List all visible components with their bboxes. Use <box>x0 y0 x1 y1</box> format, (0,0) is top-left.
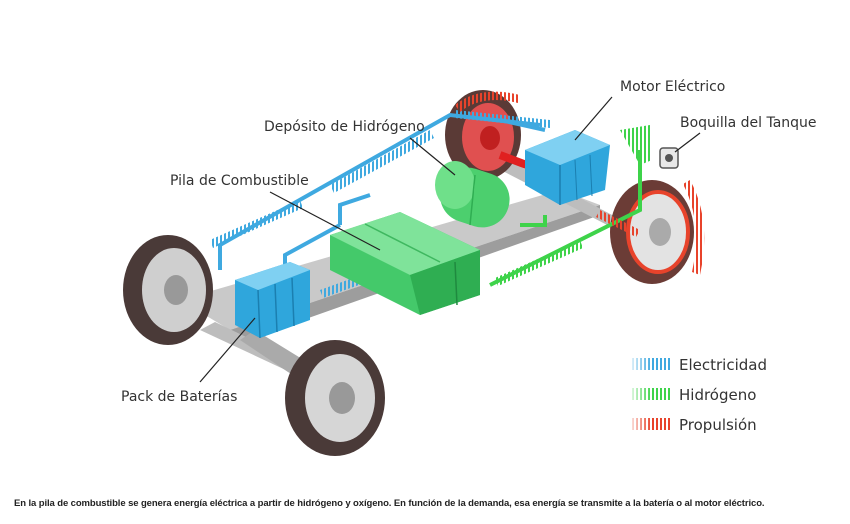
label-hydrogen-tank: Depósito de Hidrógeno <box>264 119 425 135</box>
battery-pack <box>235 262 310 339</box>
label-fuel-cell: Pila de Combustible <box>170 173 309 189</box>
wheel-rear-right <box>610 180 694 284</box>
electric-motor <box>525 130 610 205</box>
legend-label-hydrogen: Hidrógeno <box>679 386 756 404</box>
hydrogen-arrows <box>495 125 652 286</box>
legend-label-electricity: Electricidad <box>679 356 767 374</box>
label-battery-pack: Pack de Baterías <box>121 389 237 405</box>
legend-label-propulsion: Propulsión <box>679 416 757 434</box>
label-tank-nozzle: Boquilla del Tanque <box>680 115 817 131</box>
label-electric-motor: Motor Eléctrico <box>620 79 725 95</box>
hydrogen-tank <box>435 161 510 228</box>
caption: En la pila de combustible se genera ener… <box>14 498 765 509</box>
leader-lines <box>199 96 701 383</box>
fuel-cell-stack <box>330 212 480 315</box>
wheel-front-right <box>285 340 385 456</box>
wheel-front-left <box>123 235 213 345</box>
legend: Electricidad Hidrógeno Propulsión <box>632 356 767 434</box>
tank-nozzle <box>659 147 679 169</box>
